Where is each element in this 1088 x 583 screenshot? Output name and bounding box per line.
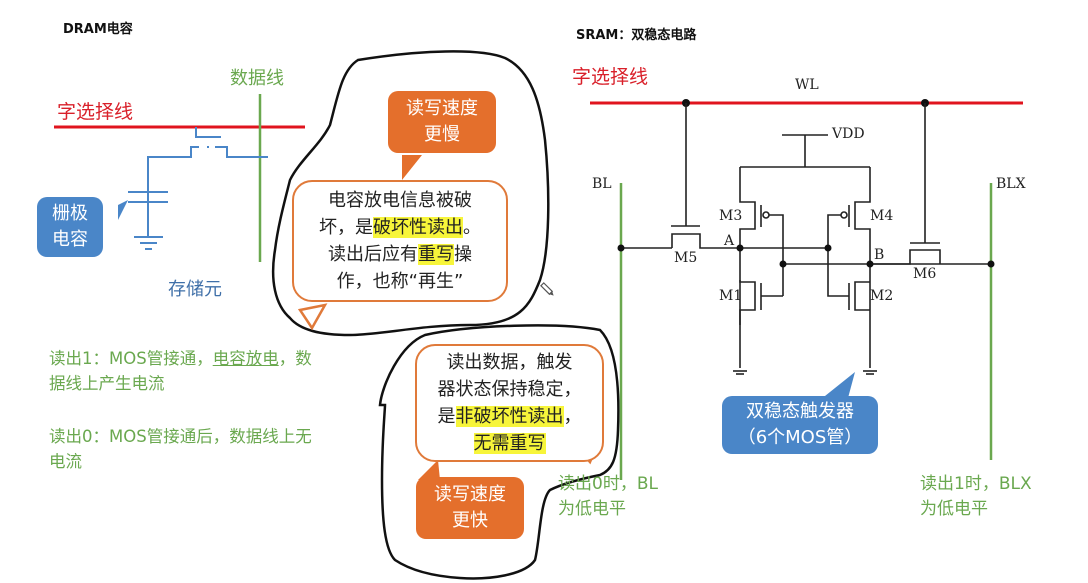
m1-label: M1 <box>719 288 743 304</box>
flipflop-callout: 双稳态触发器 （6个MOS管） <box>722 396 878 454</box>
dram-speed-callout-pointer <box>402 155 422 180</box>
gate-capacitor-callout: 栅极 电容 <box>37 197 103 257</box>
sram-read0-line1: 读出0时，BL <box>558 474 658 494</box>
dram-read1-text: 读出1：MOS管接通，电容放电，数 据线上产生电流 <box>49 346 312 396</box>
node-b-label: B <box>874 247 885 263</box>
dram-read0-text: 读出0：MOS管接通后，数据线上无 电流 <box>49 424 312 474</box>
freehand-outline-dram <box>271 50 550 337</box>
dram-speed-callout: 读写速度 更慢 <box>388 91 496 153</box>
m3-label: M3 <box>719 208 743 224</box>
sram-note-line2: 器状态保持稳定， <box>437 379 582 400</box>
dram-note-pointer <box>297 303 328 331</box>
sram-note-line3-pre: 是 <box>437 406 456 427</box>
sram-read1-line2: 为低电平 <box>920 499 988 519</box>
destructive-read-highlight: 破坏性读出 <box>373 217 463 238</box>
gate-capacitor-callout-line1: 栅极 <box>52 203 88 224</box>
sram-speed-callout: 读写速度 更快 <box>416 477 524 539</box>
sram-speed-callout-pointer <box>418 460 440 480</box>
sram-6t-circuit <box>621 103 991 375</box>
vdd-label: VDD <box>832 126 865 142</box>
wl-label: WL <box>795 77 819 93</box>
dram-word-line-label: 字选择线 <box>57 101 134 123</box>
flipflop-callout-line2: （6个MOS管） <box>737 427 863 448</box>
m2-label: M2 <box>870 288 894 304</box>
no-rewrite-highlight: 无需重写 <box>473 433 546 454</box>
sram-junction-nodes <box>617 244 995 268</box>
dram-speed-line1: 读写速度 <box>406 98 478 119</box>
dram-note-line1: 电容放电信息被破 <box>328 190 472 211</box>
sram-note-line3: 是非破坏性读出， <box>417 403 602 430</box>
sram-speed-line1: 读写速度 <box>434 484 506 505</box>
capacitor-discharge-underline: 电容放电 <box>212 349 279 368</box>
dram-note-line3-post: 操 <box>454 244 472 265</box>
dram-note-line3-pre: 读出后应有 <box>328 244 418 265</box>
dram-note-line2-pre: 坏，是 <box>319 217 373 238</box>
dram-note-line2-post: 。 <box>463 217 481 238</box>
pencil-cursor-icon <box>540 282 554 296</box>
sram-note-line1: 读出数据，触发 <box>446 352 573 373</box>
dram-read0-line1: 读出0：MOS管接通后，数据线上无 <box>49 427 312 446</box>
dram-note-line4: 作，也称“再生” <box>336 271 464 292</box>
dram-mos-transistor <box>147 127 268 238</box>
dram-read1-pre: 读出1：MOS管接通， <box>49 349 213 368</box>
non-destructive-read-highlight: 非破坏性读出 <box>455 406 564 427</box>
sram-read1-line1: 读出1时，BLX <box>920 474 1032 494</box>
sram-read1-text: 读出1时，BLX 为低电平 <box>920 472 1032 522</box>
flipflop-pointer <box>820 372 855 400</box>
sram-read0-line2: 为低电平 <box>558 499 626 519</box>
sram-speed-line2: 更快 <box>452 510 488 531</box>
sram-title: SRAM：双稳态电路 <box>576 28 697 43</box>
freehand-outline-sram <box>378 324 620 580</box>
bl-label: BL <box>592 176 612 192</box>
storage-cell-label: 存储元 <box>168 279 222 300</box>
dram-read1-line2: 据线上产生电流 <box>49 374 165 393</box>
dram-speed-line2: 更慢 <box>424 124 460 145</box>
dram-title: DRAM电容 <box>63 22 133 37</box>
dram-read1-post: ，数 <box>278 349 312 368</box>
sram-read0-text: 读出0时，BL 为低电平 <box>558 472 658 522</box>
sram-word-line-label: 字选择线 <box>572 66 649 88</box>
dram-data-line-label: 数据线 <box>230 68 284 89</box>
dram-note-box: 电容放电信息被破 坏，是破坏性读出。 读出后应有重写操 作，也称“再生” <box>292 180 508 302</box>
dram-read0-line2: 电流 <box>49 452 82 471</box>
dram-note-line2: 坏，是破坏性读出。 <box>294 214 506 241</box>
rewrite-highlight: 重写 <box>418 244 454 265</box>
dram-capacitor <box>128 191 168 250</box>
m4-label: M4 <box>870 208 894 224</box>
m5-label: M5 <box>674 250 698 266</box>
dram-read1-line1: 读出1：MOS管接通，电容放电，数 <box>49 346 312 371</box>
sram-note-line4: 无需重写 <box>417 430 602 457</box>
m6-label: M6 <box>913 266 937 282</box>
gate-cap-pointer <box>118 200 128 220</box>
node-a-label: A <box>724 233 735 249</box>
sram-note-box: 读出数据，触发 器状态保持稳定， 是非破坏性读出， 无需重写 <box>415 344 604 462</box>
sram-note-line3-post: ， <box>563 406 582 427</box>
flipflop-callout-line1: 双稳态触发器 <box>746 401 854 422</box>
blx-label: BLX <box>996 176 1026 192</box>
gate-capacitor-callout-line2: 电容 <box>52 229 88 250</box>
dram-note-line3: 读出后应有重写操 <box>294 241 506 268</box>
